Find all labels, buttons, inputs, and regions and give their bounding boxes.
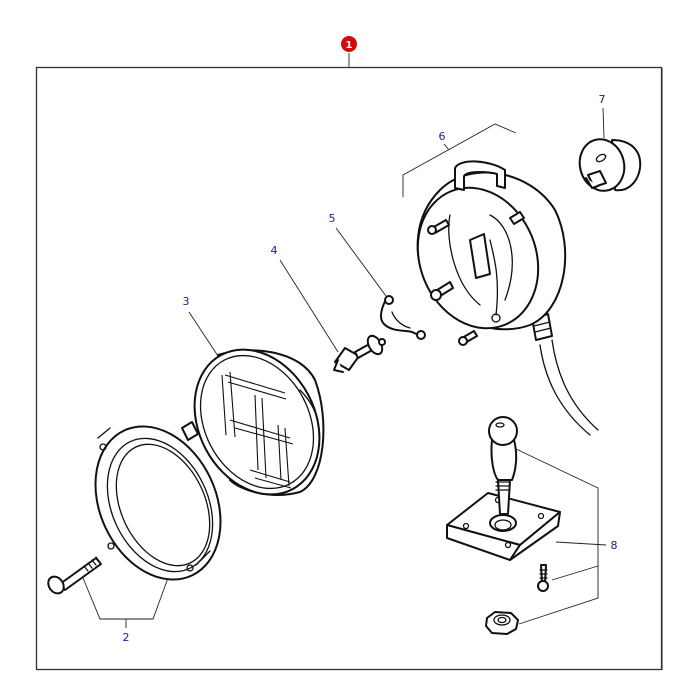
part-5-retaining-clip[interactable]: [380, 295, 426, 340]
svg-text:1: 1: [346, 40, 353, 51]
part-8-ball-stud[interactable]: [488, 416, 518, 515]
part-8-mounting-bracket[interactable]: [446, 492, 561, 561]
part-8-nut[interactable]: [485, 611, 519, 635]
diagram-frame: [35, 53, 663, 671]
part-6-lamp-body[interactable]: [397, 160, 599, 436]
part-4-bulb[interactable]: [333, 333, 386, 373]
svg-text:8: 8: [611, 539, 618, 552]
callout-6: 6: [402, 123, 517, 197]
svg-text:4: 4: [271, 244, 278, 257]
part-6-screw[interactable]: [458, 330, 478, 346]
svg-text:2: 2: [123, 631, 130, 644]
part-2-fixing-screw[interactable]: [45, 556, 102, 596]
callout-3: 3: [183, 295, 219, 357]
callout-2: 2: [82, 577, 169, 644]
part-8-screw[interactable]: [537, 564, 549, 592]
svg-text:3: 3: [183, 295, 190, 308]
svg-text:5: 5: [329, 212, 336, 225]
callout-5: 5: [329, 212, 387, 297]
part-2-rim-ring[interactable]: [72, 406, 245, 600]
svg-text:6: 6: [439, 130, 446, 143]
callout-4: 4: [271, 244, 339, 353]
callout-7: 7: [599, 93, 606, 139]
part-7-bulb-holder[interactable]: [574, 134, 642, 196]
assembly-badge[interactable]: 1: [341, 36, 357, 52]
callout-8: 8: [515, 448, 618, 625]
part-3-light-unit[interactable]: [170, 328, 344, 517]
svg-text:7: 7: [599, 93, 606, 106]
